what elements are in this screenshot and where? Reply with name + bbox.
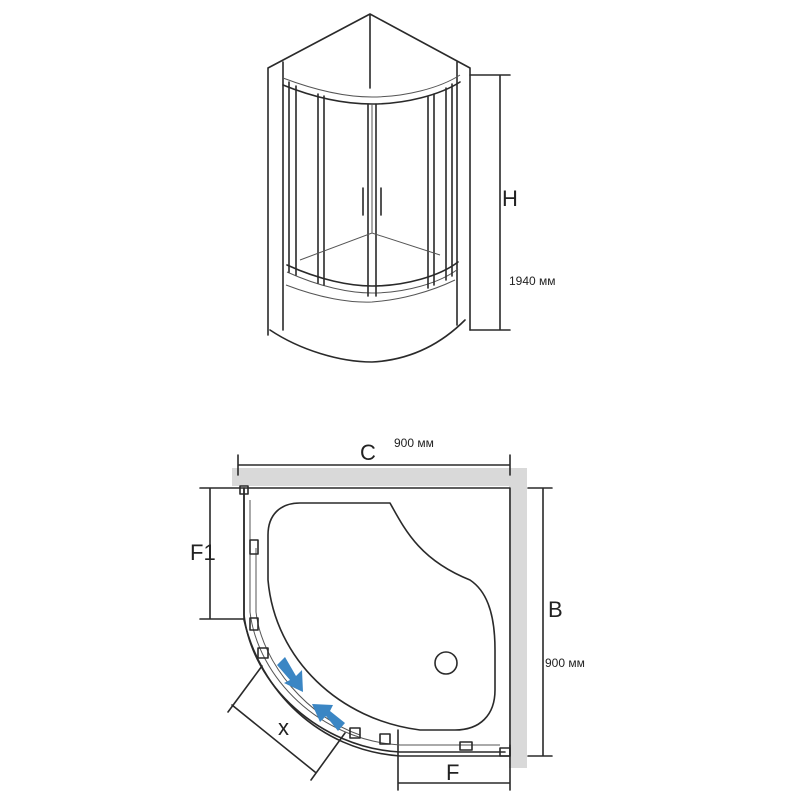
side-wall bbox=[509, 468, 527, 768]
hinge-bottom bbox=[499, 747, 511, 757]
height-letter: H bbox=[502, 186, 518, 211]
width-letter: C bbox=[360, 440, 376, 465]
tray-front bbox=[269, 319, 466, 363]
door-arc-outer bbox=[243, 487, 506, 753]
depth-letter: B bbox=[548, 597, 563, 622]
tray-basin bbox=[267, 502, 496, 731]
corner-walls bbox=[267, 13, 471, 336]
width-value: 900 мм bbox=[394, 436, 434, 450]
hinge-top bbox=[239, 485, 249, 495]
door-slide-arrow-left bbox=[277, 657, 303, 692]
roller-entry bbox=[349, 727, 361, 739]
roller-bottom bbox=[379, 733, 391, 745]
entry-letter: x bbox=[278, 715, 289, 740]
roller-mid bbox=[249, 617, 259, 631]
height-value: 1940 мм bbox=[509, 274, 556, 288]
door-side-letter: F1 bbox=[190, 540, 216, 565]
depth-value: 900 мм bbox=[545, 656, 585, 670]
front-view: H 1940 мм bbox=[267, 13, 556, 363]
roller-right bbox=[459, 741, 473, 751]
door-side-dimension-line bbox=[199, 487, 245, 620]
drain-icon bbox=[434, 651, 458, 675]
roller-corner bbox=[257, 647, 269, 659]
door-frames bbox=[288, 81, 453, 297]
door-bottom-letter: F bbox=[446, 760, 459, 785]
door-arc-inner bbox=[249, 500, 500, 746]
door-bottom-rail bbox=[286, 261, 459, 287]
door-slide-arrow-right bbox=[312, 704, 345, 731]
top-view: C 900 мм B 900 мм F1 F x bbox=[190, 436, 585, 791]
back-wall bbox=[232, 468, 527, 486]
roller-left bbox=[249, 539, 259, 555]
door-handles bbox=[362, 187, 382, 216]
height-dimension-line bbox=[469, 74, 511, 331]
width-dimension-line bbox=[237, 454, 511, 476]
depth-dimension-line bbox=[527, 487, 553, 757]
